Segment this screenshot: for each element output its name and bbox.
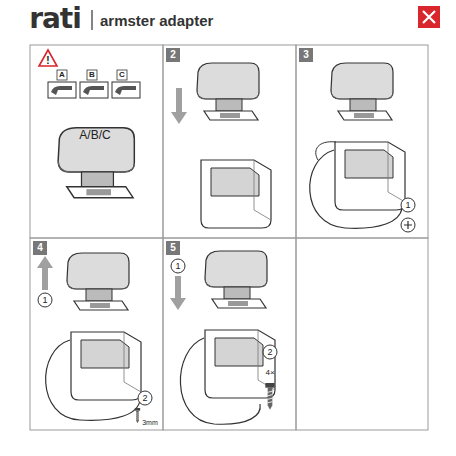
- callout-number: 1: [42, 296, 47, 305]
- step-number: 2: [170, 50, 176, 60]
- variant-marking: A/B/C: [79, 129, 110, 141]
- step-number: 5: [170, 243, 176, 253]
- step-number: 3: [303, 50, 309, 60]
- dimension-label: 3mm: [142, 419, 158, 426]
- callout-number: 2: [142, 394, 147, 403]
- sheet-title: armster adapter: [100, 13, 213, 28]
- callout-number: 1: [175, 262, 180, 271]
- brand-logo: rati: [29, 5, 81, 33]
- warning-mark: !: [46, 56, 49, 66]
- callout-number: 2: [267, 348, 272, 357]
- variant-letter: C: [119, 71, 125, 79]
- variant-letter: B: [89, 71, 95, 79]
- variant-letter: A: [59, 71, 65, 79]
- callout-number: 1: [405, 201, 410, 210]
- quantity-label: 4×: [265, 369, 274, 377]
- step-number: 4: [37, 243, 43, 253]
